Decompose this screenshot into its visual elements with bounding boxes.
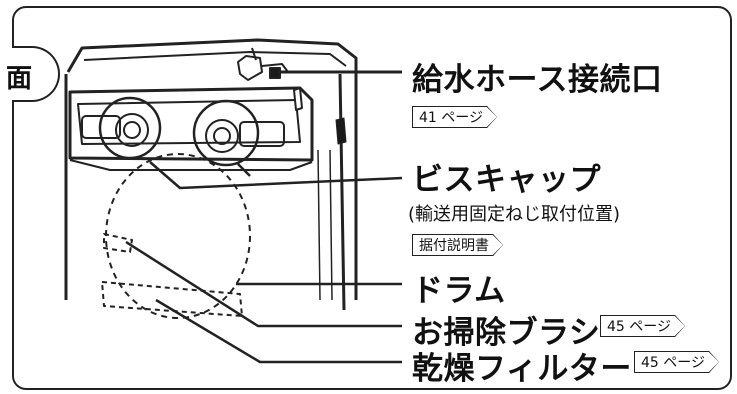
leader-bis-cap-left <box>149 161 403 190</box>
right-bracket <box>239 121 285 147</box>
ref-badge-bis-cap[interactable]: 据付説明書 <box>412 234 503 256</box>
ref-badge-water-hose[interactable]: 41 ページ <box>412 106 497 128</box>
label-bis-cap-note: (輸送用固定ねじ取付位置) <box>408 204 621 225</box>
washer-top <box>66 38 358 74</box>
label-brush: お掃除ブラシ <box>412 315 601 351</box>
left-cap <box>115 113 149 147</box>
section-tab: 面 <box>6 46 60 102</box>
filter-dashed <box>101 281 243 317</box>
ref-water-hose: 41 ページ <box>412 106 497 128</box>
label-drum: ドラム <box>412 273 506 309</box>
ref-filter: 45 ページ <box>634 351 719 373</box>
leader-bis-cap-right <box>237 163 251 177</box>
label-bis-cap: ビスキャップ <box>412 162 601 198</box>
ref-badge-brush[interactable]: 45 ページ <box>600 315 685 337</box>
leader-filter <box>155 298 402 364</box>
section-tab-label: 面 <box>6 64 33 94</box>
back-panel <box>68 86 314 162</box>
washer-top-inner <box>83 51 347 67</box>
hose-connector <box>237 55 263 81</box>
label-water-hose: 給水ホース接続口 <box>412 62 663 98</box>
washer-body <box>64 73 358 311</box>
leader-brush <box>125 240 402 328</box>
ref-brush: 45 ページ <box>600 315 685 337</box>
ref-badge-filter[interactable]: 45 ページ <box>634 351 719 373</box>
brush-dashed <box>103 233 133 253</box>
washer-side-panel <box>317 149 333 301</box>
diagram-frame: 面 <box>6 6 732 390</box>
label-filter: 乾燥フィルター <box>412 351 632 387</box>
ref-bis-cap: 据付説明書 <box>412 234 503 256</box>
right-cap <box>205 119 239 153</box>
left-cap-highlight <box>98 96 162 160</box>
right-cap-highlight <box>192 99 260 167</box>
drum-dashed <box>105 153 251 319</box>
